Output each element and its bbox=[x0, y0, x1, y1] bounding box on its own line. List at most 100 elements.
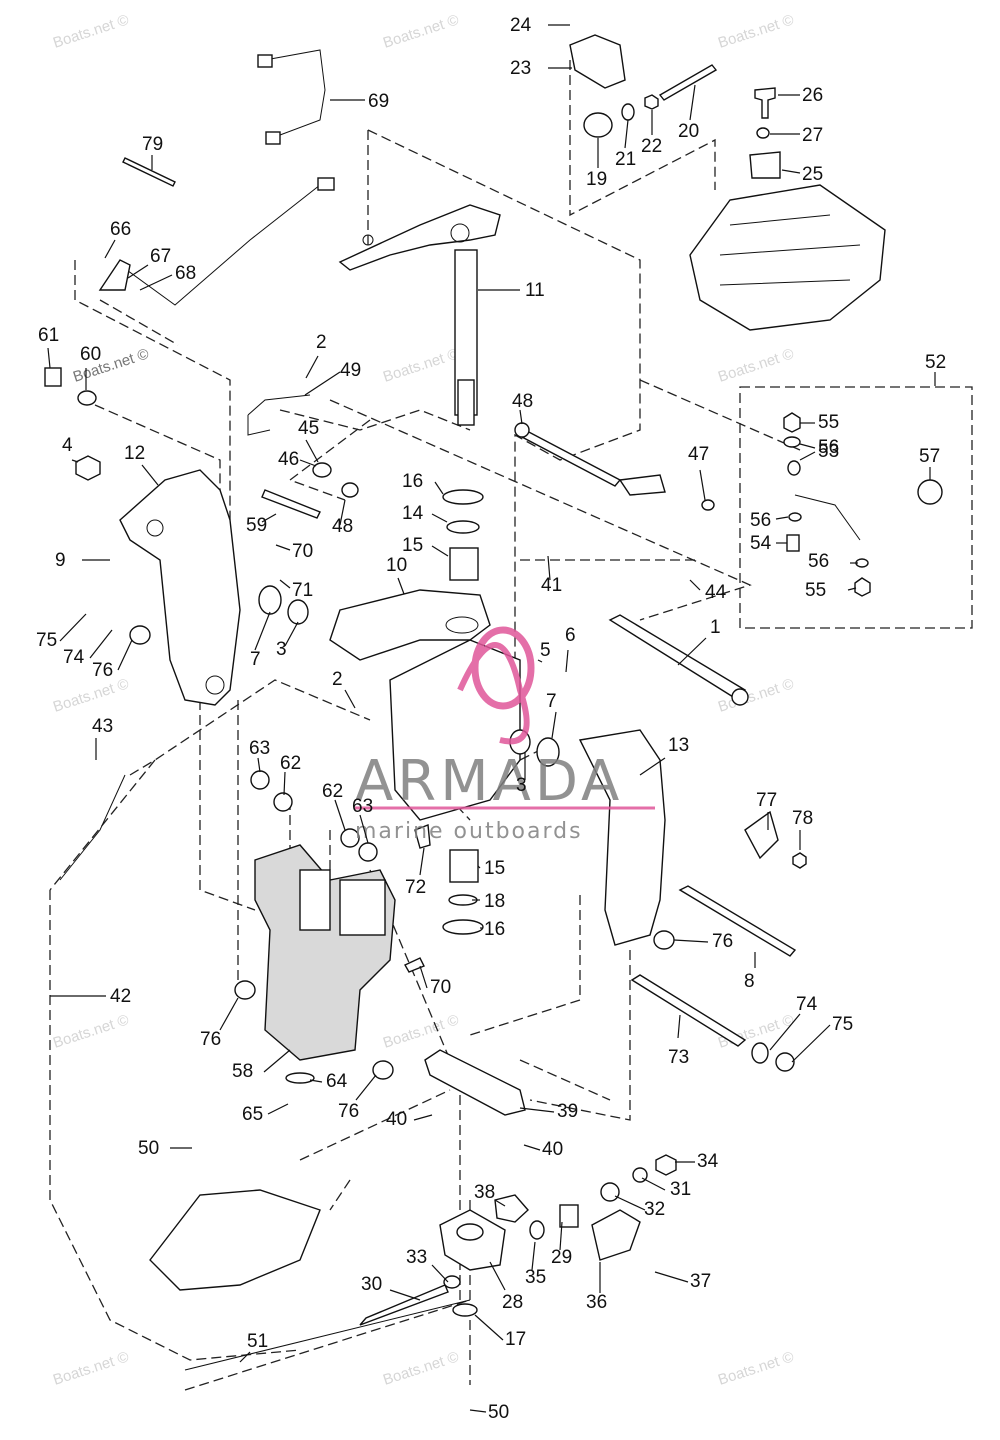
callout-label-16: 16 bbox=[402, 471, 423, 492]
clamp-bracket-left bbox=[119, 469, 241, 706]
callout-leader-10 bbox=[397, 577, 405, 595]
callout-leader-74 bbox=[769, 1013, 801, 1051]
callout-label-10: 10 bbox=[386, 555, 407, 576]
callout-leader-4 bbox=[71, 459, 79, 463]
brand-watermark: ARMADA marine outboards bbox=[355, 626, 655, 844]
callout-label-66: 66 bbox=[110, 219, 131, 240]
brand-logo-icon bbox=[471, 626, 535, 710]
callout-label-41: 41 bbox=[541, 575, 562, 596]
callout-leader-39 bbox=[519, 1107, 555, 1113]
cable-tie-79 bbox=[122, 157, 176, 187]
callout-leader-64 bbox=[309, 1079, 323, 1083]
callout-label-4: 4 bbox=[62, 435, 73, 456]
callout-label-27: 27 bbox=[802, 125, 823, 146]
callout-label-15: 15 bbox=[484, 858, 505, 879]
callout-label-53: 53 bbox=[818, 441, 839, 462]
watermark: Boats.net © bbox=[381, 345, 461, 385]
callout-leader-3 bbox=[284, 621, 299, 647]
callout-leader-68 bbox=[139, 274, 173, 291]
callout-leader-38 bbox=[494, 1199, 506, 1207]
bushing-15 bbox=[449, 547, 479, 581]
callout-label-39: 39 bbox=[557, 1101, 578, 1122]
callout-label-74: 74 bbox=[63, 647, 85, 668]
callout-label-76: 76 bbox=[200, 1029, 221, 1050]
callout-leader-76 bbox=[219, 997, 239, 1031]
callout-label-75: 75 bbox=[832, 1014, 853, 1035]
callout-leader-67 bbox=[127, 264, 149, 279]
callout-label-5: 5 bbox=[540, 640, 551, 661]
callout-leader-30 bbox=[389, 1289, 421, 1301]
callout-label-24: 24 bbox=[510, 15, 532, 36]
bushing-76-d bbox=[372, 1060, 394, 1080]
callout-leader-7 bbox=[551, 711, 557, 739]
callout-leader-75 bbox=[791, 1024, 831, 1063]
callout-label-63: 63 bbox=[352, 796, 373, 817]
watermark: Boats.net © bbox=[716, 1348, 796, 1388]
callout-label-76: 76 bbox=[712, 931, 733, 952]
callout-leader-15 bbox=[431, 545, 449, 557]
watermark: Boats.net © bbox=[716, 345, 796, 385]
callout-label-31: 31 bbox=[670, 1179, 691, 1200]
callout-leader-66 bbox=[104, 239, 116, 259]
callout-label-47: 47 bbox=[688, 444, 709, 465]
callout-leaders bbox=[47, 24, 936, 1413]
callout-leader-51 bbox=[239, 1351, 251, 1363]
callout-leader-6 bbox=[565, 649, 569, 673]
callout-label-48: 48 bbox=[332, 516, 353, 537]
callout-leader-74 bbox=[89, 629, 113, 659]
callout-leader-76 bbox=[117, 639, 133, 671]
watermark: Boats.net © bbox=[51, 11, 131, 51]
callout-label-70: 70 bbox=[430, 977, 451, 998]
callout-label-63: 63 bbox=[249, 738, 270, 759]
watermark: Boats.net © bbox=[51, 1011, 131, 1051]
callout-leader-59 bbox=[261, 513, 277, 523]
bushing-76-a bbox=[129, 625, 151, 645]
upper-housing bbox=[689, 184, 886, 331]
callout-leader-15 bbox=[477, 865, 481, 869]
callout-leader-62 bbox=[283, 771, 286, 796]
callout-label-2: 2 bbox=[316, 332, 327, 353]
callout-label-58: 58 bbox=[232, 1061, 253, 1082]
callout-leader-32 bbox=[614, 1195, 646, 1211]
callout-label-29: 29 bbox=[551, 1247, 572, 1268]
callout-label-72: 72 bbox=[405, 877, 426, 898]
callout-leader-5 bbox=[537, 659, 543, 663]
nut-4 bbox=[75, 455, 101, 481]
callout-leader-70 bbox=[275, 544, 291, 551]
callout-leader-75 bbox=[59, 613, 87, 642]
lower-cowling-bracket bbox=[149, 1189, 321, 1291]
shaft-8 bbox=[678, 885, 797, 957]
callout-leader-14 bbox=[431, 513, 448, 523]
callout-label-7: 7 bbox=[250, 649, 261, 670]
callout-leader-20 bbox=[689, 84, 696, 121]
plate-36 bbox=[591, 1209, 641, 1261]
callout-label-3: 3 bbox=[276, 639, 287, 660]
callout-leader-72 bbox=[419, 847, 425, 876]
watermark: Boats.net © bbox=[716, 11, 796, 51]
callout-leader-40 bbox=[523, 1144, 541, 1151]
callout-label-74: 74 bbox=[796, 994, 818, 1015]
callout-label-43: 43 bbox=[92, 716, 113, 737]
callout-leader-17 bbox=[474, 1314, 504, 1341]
callout-leader-2 bbox=[344, 689, 356, 709]
callout-leader-33 bbox=[431, 1264, 449, 1283]
callout-label-9: 9 bbox=[55, 550, 66, 571]
callout-label-23: 23 bbox=[510, 58, 531, 79]
bushing-76-c bbox=[234, 980, 256, 1000]
callout-label-2: 2 bbox=[332, 669, 343, 690]
callout-leader-21 bbox=[624, 119, 629, 149]
callout-label-57: 57 bbox=[919, 446, 940, 467]
callout-label-56: 56 bbox=[808, 551, 829, 572]
callout-label-50: 50 bbox=[488, 1402, 509, 1423]
callout-label-75: 75 bbox=[36, 630, 57, 651]
mount-38 bbox=[494, 1194, 529, 1223]
callout-label-77: 77 bbox=[756, 790, 777, 811]
callout-label-13: 13 bbox=[668, 735, 689, 756]
callout-leader-58 bbox=[263, 1049, 291, 1073]
callout-leader-56 bbox=[775, 516, 789, 520]
callout-leader-48 bbox=[519, 409, 523, 425]
callout-label-64: 64 bbox=[326, 1071, 348, 1092]
callout-leader-2 bbox=[305, 355, 319, 379]
